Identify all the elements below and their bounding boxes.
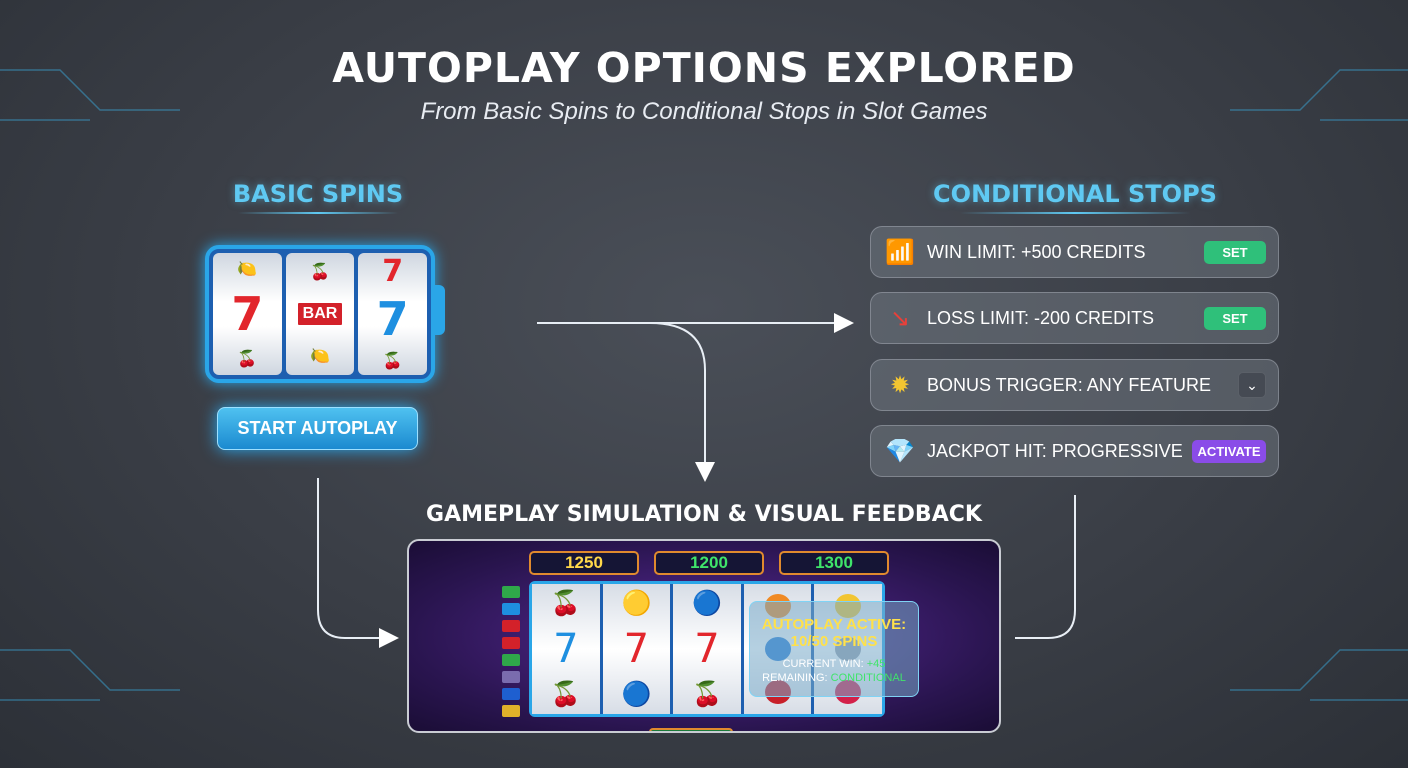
game-reels: 🍒7🍒 🟡7🔵 🔵7🍒: [529, 581, 885, 717]
reel-symbol: 🍋: [237, 261, 258, 278]
chart-up-icon: 📶: [885, 238, 915, 266]
gameplay-panel: 1250 1200 1300 🍒7🍒 🟡7🔵 🔵7🍒 AUTOPLAY ACTI…: [407, 539, 1001, 733]
bet-counter: 1200: [654, 551, 764, 575]
current-win: CURRENT WIN: +45: [750, 658, 918, 670]
credit-counter: 1250: [529, 551, 639, 575]
reel-symbol: 🍋: [310, 347, 330, 365]
loss-limit-row: ↘ LOSS LIMIT: -200 CREDITS SET: [870, 292, 1279, 344]
row-label: WIN LIMIT: +500 CREDITS: [927, 241, 1146, 262]
arrow-to-gameplay: [649, 322, 715, 482]
set-loss-limit-button[interactable]: SET: [1204, 306, 1266, 330]
payline-markers-left: [502, 586, 520, 717]
activate-jackpot-button[interactable]: ACTIVATE: [1192, 439, 1266, 463]
autoplay-status: AUTOPLAY ACTIVE:: [761, 616, 907, 633]
page-subtitle: From Basic Spins to Conditional Stops in…: [420, 98, 988, 125]
remaining-value: CONDITIONAL: [830, 672, 906, 684]
arrow-basic-to-game: [317, 478, 399, 648]
reel-symbol: 7: [231, 287, 264, 341]
heading-underline: [238, 212, 398, 214]
remaining: REMAINING: CONDITIONAL: [750, 672, 918, 684]
reel-symbol: 🍒: [310, 264, 330, 282]
start-autoplay-button[interactable]: START AUTOPLAY: [217, 407, 418, 450]
gameplay-heading: GAMEPLAY SIMULATION & VISUAL FEEDBACK: [426, 502, 982, 527]
bottom-counter: [649, 728, 733, 731]
win-value: +45: [866, 658, 886, 670]
row-label: BONUS TRIGGER: ANY FEATURE: [927, 374, 1212, 395]
reel: 🟡7🔵: [602, 584, 671, 714]
reel-symbol: BAR: [295, 300, 345, 327]
row-label: JACKPOT HIT: PROGRESSIVE: [927, 440, 1183, 461]
page-title: AUTOPLAY OPTIONS EXPLORED: [332, 44, 1076, 92]
jackpot-counter: 1300: [779, 551, 889, 575]
reel-symbol: 7: [382, 254, 404, 290]
arrow-conditional-to-game: [1015, 495, 1076, 639]
circuit-decoration: [0, 69, 1408, 701]
remaining-label: REMAINING:: [762, 672, 828, 684]
reel-symbol: 🍒: [382, 352, 403, 370]
bonus-trigger-row: ✹ BONUS TRIGGER: ANY FEATURE ⌄: [870, 359, 1279, 411]
reel: 🍒 BAR 🍋: [285, 253, 355, 375]
win-limit-row: 📶 WIN LIMIT: +500 CREDITS SET: [870, 226, 1279, 278]
row-label: LOSS LIMIT: -200 CREDITS: [927, 307, 1155, 328]
jackpot-row: 💎 JACKPOT HIT: PROGRESSIVE ACTIVATE: [870, 425, 1279, 477]
reel: 🔵7🍒: [673, 584, 741, 714]
arrow-down-icon: ↘: [889, 304, 911, 332]
basic-spins-heading: BASIC SPINS: [232, 180, 404, 208]
win-label: CURRENT WIN:: [782, 658, 864, 670]
reel: 🍒7🍒: [532, 584, 600, 714]
conditional-stops-heading: CONDITIONAL STOPS: [933, 180, 1217, 208]
reel-symbol: 7: [376, 291, 409, 346]
star-burst-icon: ✹: [889, 371, 911, 399]
set-win-limit-button[interactable]: SET: [1204, 240, 1266, 264]
heading-underline: [960, 212, 1190, 214]
spin-count: 10/50 SPINS: [790, 633, 878, 650]
reel-symbol: 🍒: [237, 351, 258, 368]
bonus-trigger-dropdown[interactable]: ⌄: [1238, 372, 1266, 398]
reel: 🍋 7 🍒: [213, 253, 282, 375]
autoplay-status-overlay: AUTOPLAY ACTIVE: 10/50 SPINS CURRENT WIN…: [749, 601, 919, 697]
machine-lever: [433, 285, 445, 335]
diamond-icon: 💎: [885, 437, 915, 465]
